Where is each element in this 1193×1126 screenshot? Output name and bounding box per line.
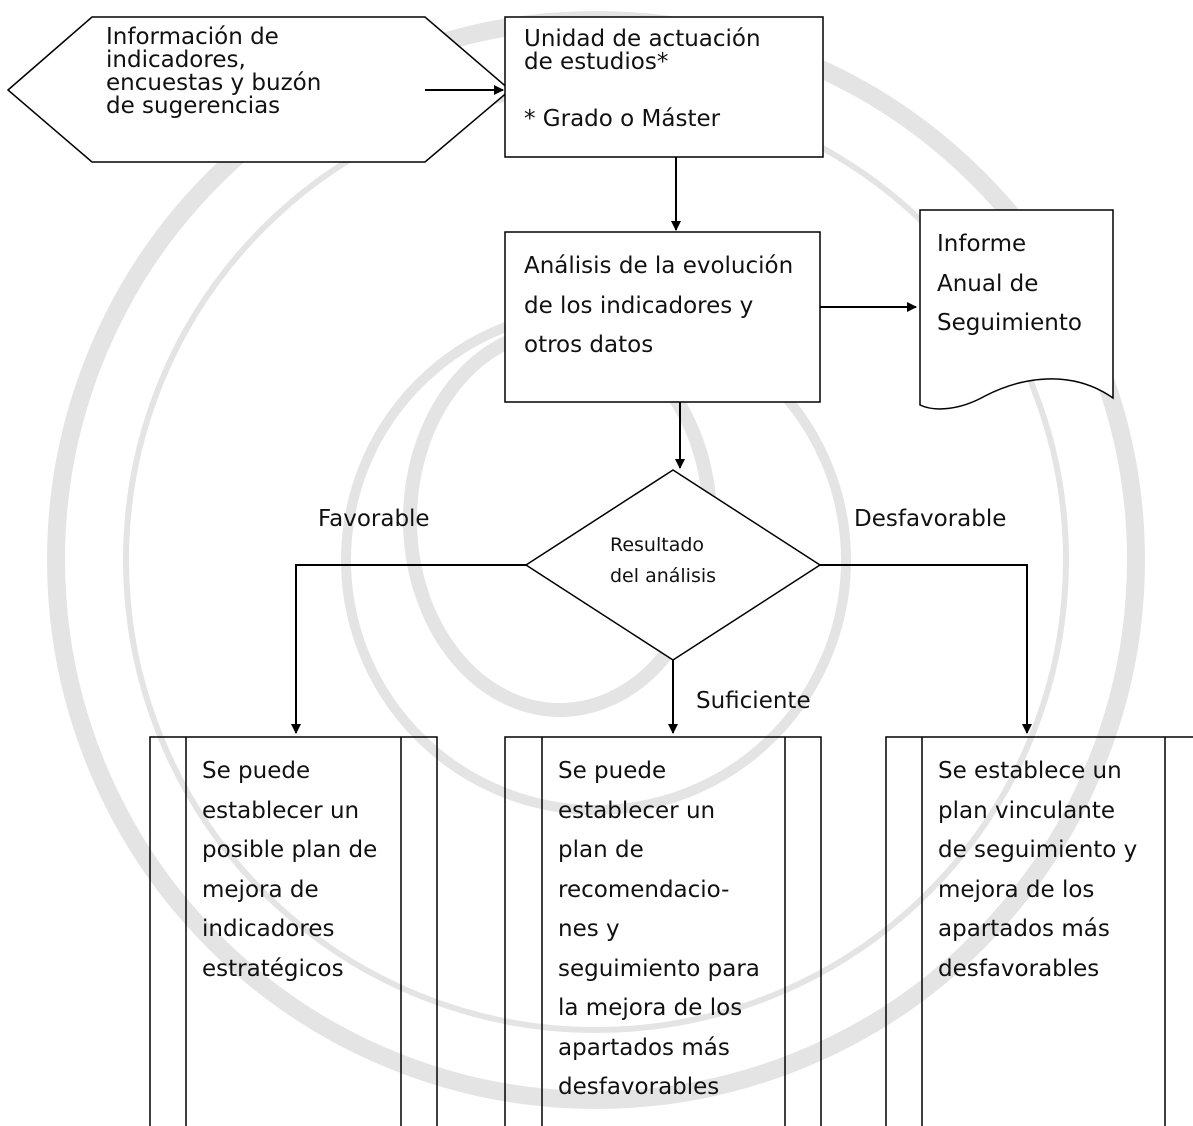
outcome-line: establecer un <box>558 797 716 824</box>
outcome-line: apartados más <box>558 1034 730 1061</box>
outcome-text-suficiente: Se puede establecer un plan de recomenda… <box>558 752 760 1108</box>
label-desfavorable: Desfavorable <box>854 506 1007 532</box>
outcome-line: indicadores <box>202 916 335 943</box>
outcome-line: plan de <box>558 837 644 864</box>
decision-line: Resultado <box>610 534 705 556</box>
outcome-line: apartados más <box>938 916 1110 943</box>
analysis-text: Análisis de la evolución de los indicado… <box>524 247 793 366</box>
unit-line: de estudios* <box>524 49 669 75</box>
input-line: encuestas y buzón <box>106 70 322 96</box>
report-document <box>919 209 1114 410</box>
unit-note: * Grado o Máster <box>524 106 721 132</box>
outcome-box-desfavorable <box>885 736 1193 1126</box>
outcome-line: de seguimiento y <box>938 837 1138 864</box>
report-text: Informe Anual de Seguimiento <box>937 225 1082 344</box>
report-line: Anual de <box>937 270 1039 297</box>
input-line: indicadores, <box>106 47 246 73</box>
outcome-line: nes y <box>558 916 620 943</box>
report-line: Informe <box>937 231 1027 257</box>
outcome-box-suficiente <box>504 736 822 1126</box>
outcome-text-favorable: Se puede establecer un posible plan de m… <box>202 752 377 989</box>
outcome-line: mejora de <box>202 876 319 903</box>
decision-text: Resultado del análisis <box>610 530 716 593</box>
input-text: Información de indicadores, encuestas y … <box>106 26 321 118</box>
outcome-line: desfavorables <box>558 1074 720 1101</box>
arrow-desfavorable <box>820 564 1032 734</box>
unit-line: Unidad de actuación <box>524 26 761 52</box>
outcome-box-favorable <box>149 736 438 1126</box>
unit-box <box>504 16 824 158</box>
input-line: Información de <box>106 24 279 50</box>
label-favorable: Favorable <box>318 506 430 532</box>
outcome-line: plan vinculante <box>938 797 1116 824</box>
outcome-line: recomendacio- <box>558 876 730 903</box>
outcome-line: desfavorables <box>938 955 1100 982</box>
arrow-favorable <box>291 564 526 734</box>
report-line: Seguimiento <box>937 310 1082 337</box>
outcome-line: Se puede <box>558 758 667 784</box>
outcome-line: mejora de los <box>938 876 1095 903</box>
analysis-line: Análisis de la evolución <box>524 253 794 279</box>
analysis-line: otros datos <box>524 332 654 359</box>
outcome-line: la mejora de los <box>558 995 743 1022</box>
outcome-line: Se establece un <box>938 758 1122 784</box>
input-line: de sugerencias <box>106 93 281 119</box>
analysis-line: de los indicadores y <box>524 292 754 319</box>
outcome-line: seguimiento para <box>558 955 760 982</box>
outcome-line: Se puede <box>202 758 311 784</box>
analysis-box <box>504 231 821 403</box>
outcome-line: posible plan de <box>202 837 378 864</box>
decision-line: del análisis <box>610 565 717 588</box>
outcome-line: estratégicos <box>202 955 344 982</box>
unit-text: Unidad de actuación de estudios* <box>524 28 761 74</box>
outcome-text-desfavorable: Se establece un plan vinculante de segui… <box>938 752 1137 989</box>
outcome-line: establecer un <box>202 797 360 824</box>
label-suficiente: Suficiente <box>696 688 811 714</box>
